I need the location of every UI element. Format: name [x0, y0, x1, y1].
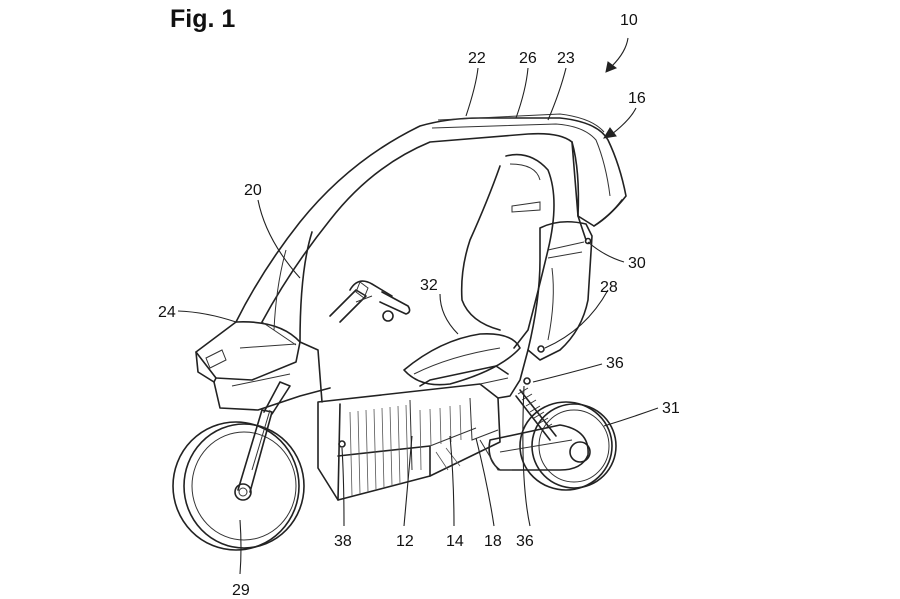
rear-wheel: [519, 401, 617, 491]
canopy: [235, 113, 627, 346]
ref-36-upper: 36: [606, 355, 624, 372]
figure-title: Fig. 1: [170, 5, 235, 33]
ref-23: 23: [557, 50, 575, 67]
ref-10: 10: [620, 12, 638, 29]
handlebar: [329, 280, 411, 323]
seat: [403, 153, 555, 387]
ref-30: 30: [628, 255, 646, 272]
front-wheel: [172, 421, 305, 551]
ref-28: 28: [600, 279, 618, 296]
front-fork: [237, 381, 291, 493]
spring-strut: [515, 377, 557, 441]
ref-16: 16: [628, 90, 646, 107]
ref-31: 31: [662, 400, 680, 417]
ref-24: 24: [158, 304, 176, 321]
ref-12: 12: [396, 533, 414, 550]
ref-38: 38: [334, 533, 352, 550]
front-fairing: [195, 321, 331, 411]
ref-26: 26: [519, 50, 537, 67]
ref-14: 14: [446, 533, 464, 550]
rear-body-panel: [497, 220, 593, 399]
ref-32: 32: [420, 277, 438, 294]
ref-29: 29: [232, 582, 250, 599]
ref-36-lower: 36: [516, 533, 534, 550]
leader-lines: [177, 67, 659, 575]
reference-arrows: [603, 37, 637, 139]
ref-22: 22: [468, 50, 486, 67]
ref-20: 20: [244, 182, 262, 199]
ref-18: 18: [484, 533, 502, 550]
lower-body: [317, 383, 512, 501]
